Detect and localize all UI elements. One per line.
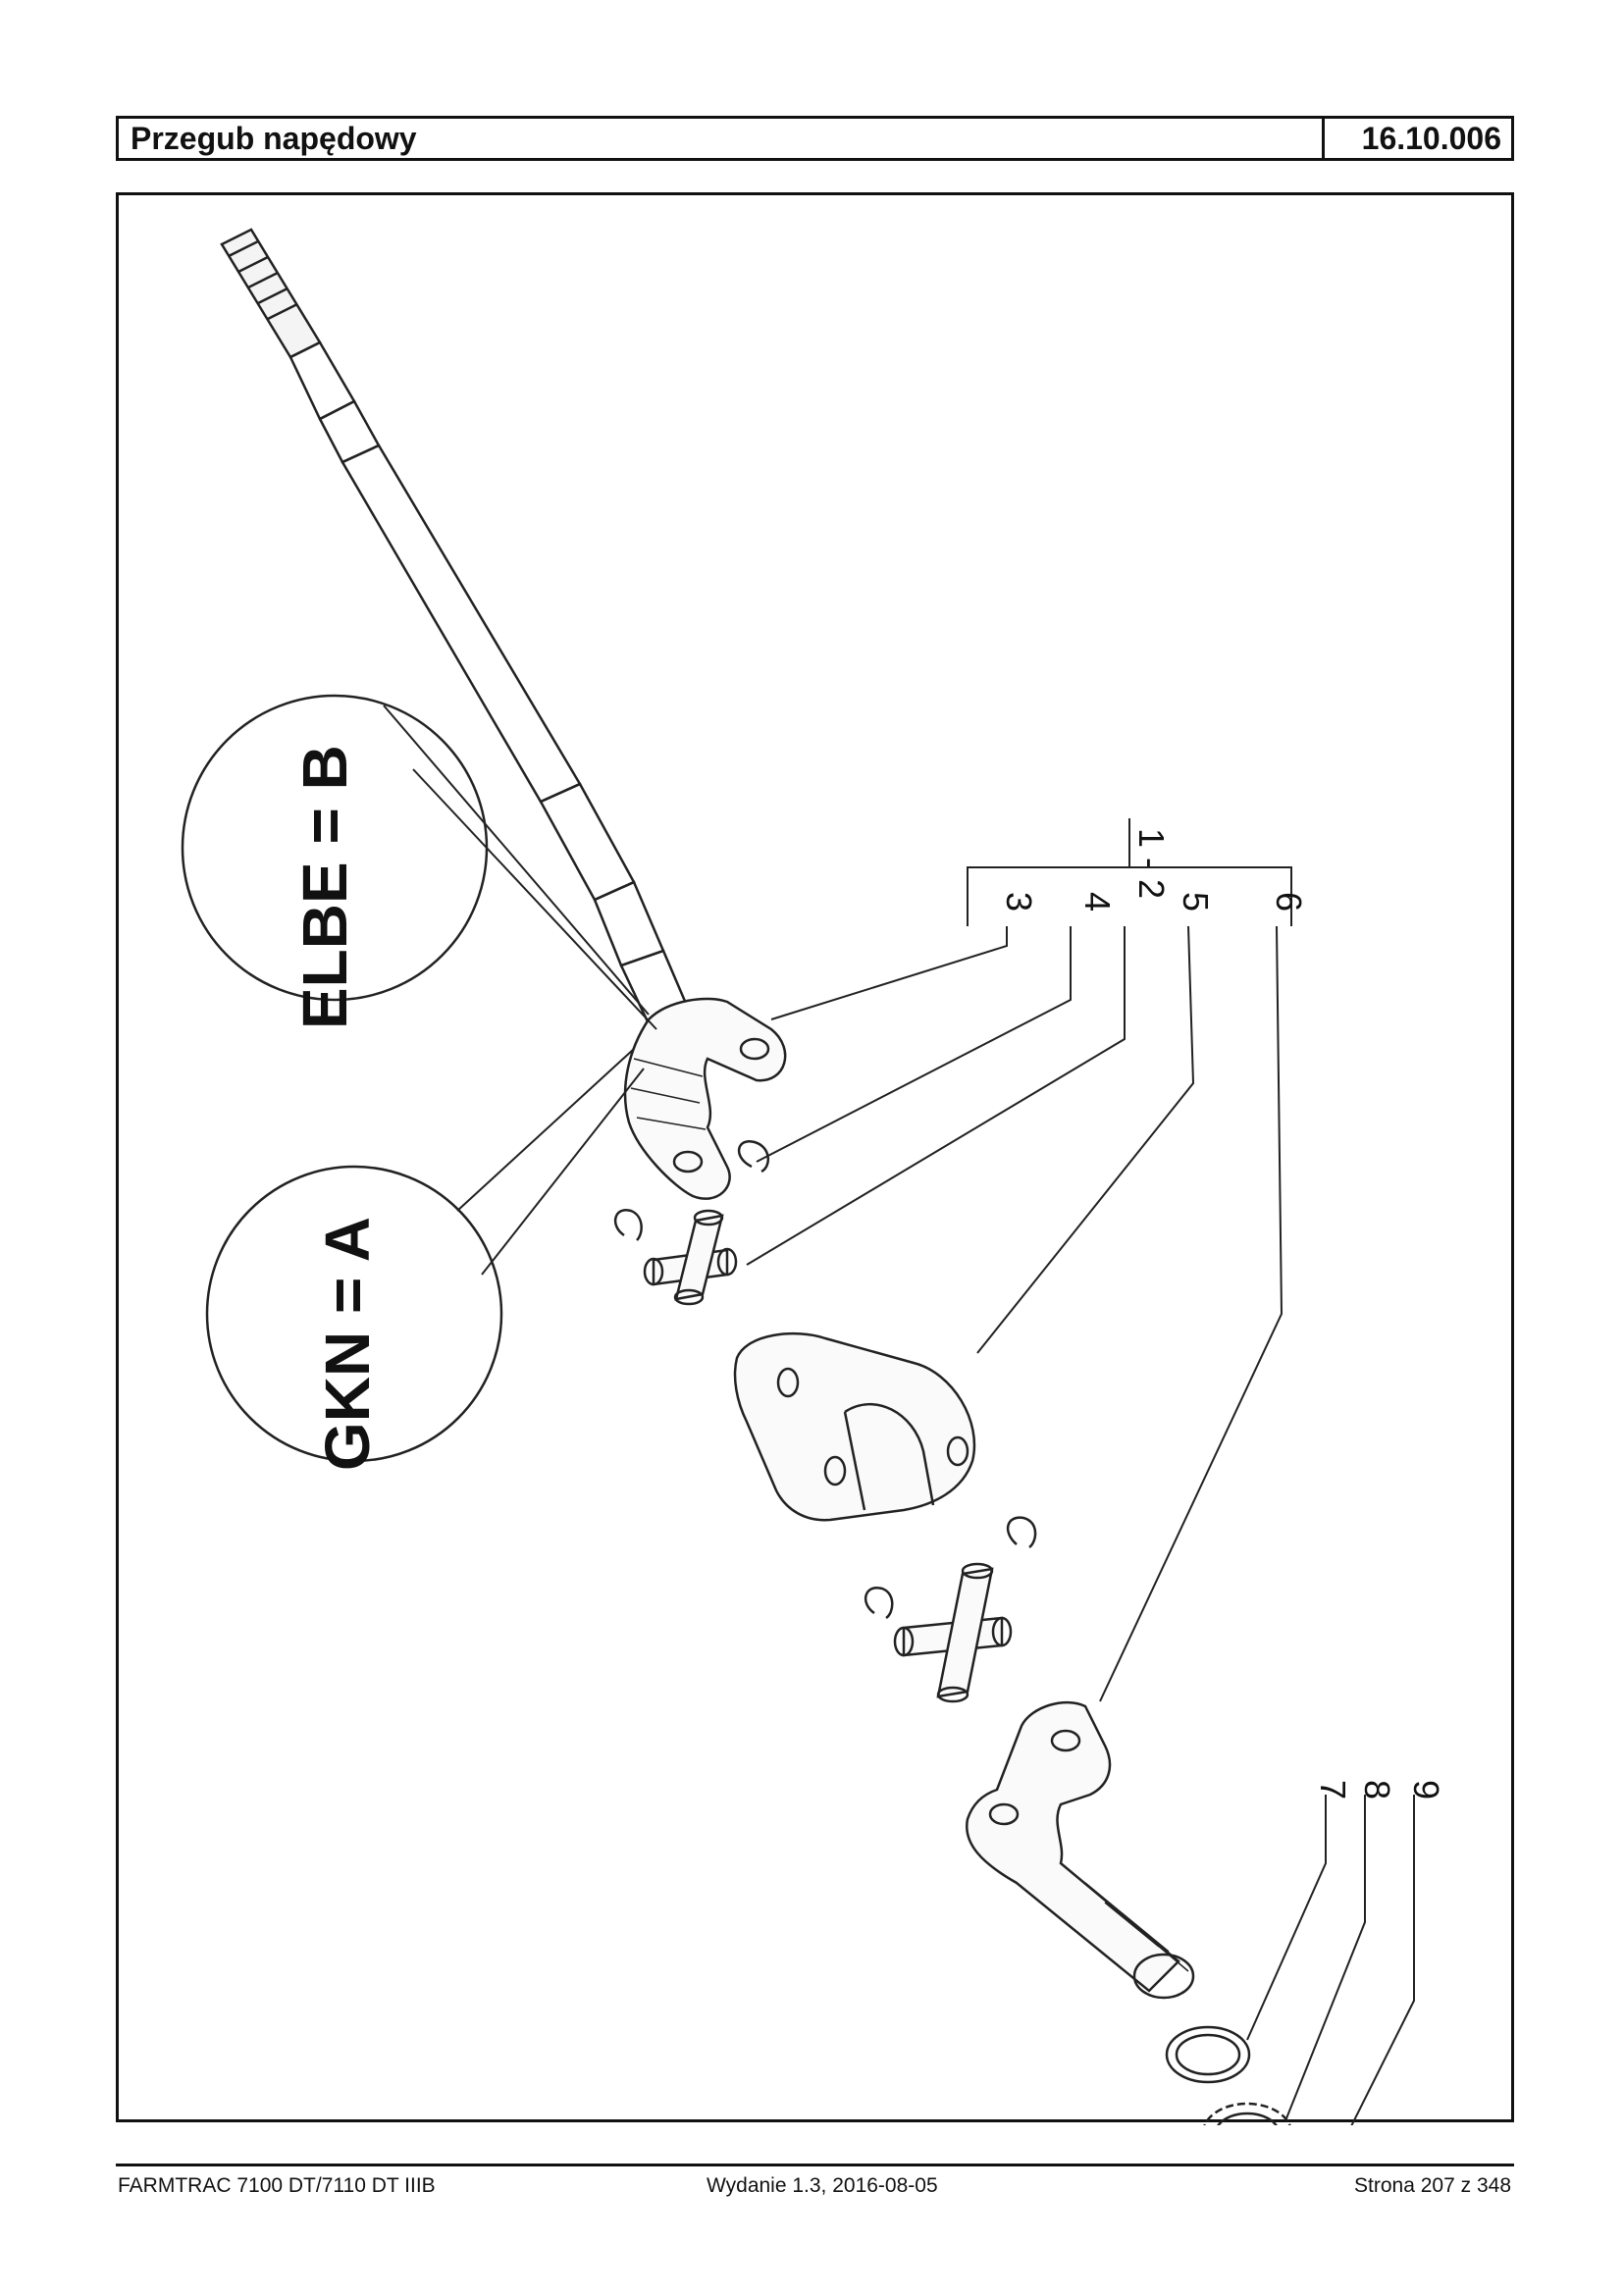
page-header: Przegub napędowy 16.10.006 bbox=[116, 116, 1514, 161]
item-number-4: 4 bbox=[1077, 892, 1118, 912]
callout-a-label: GKN = A bbox=[312, 1217, 383, 1471]
drive-joint-exploded-diagram: ELBE = B GKN = A 1 - 2 3 4 5 6 7 8 9 bbox=[181, 228, 1446, 2125]
leader-lines bbox=[746, 925, 1415, 2125]
lock-plate-part-8-inner bbox=[1217, 2112, 1278, 2125]
cross-spider-upper bbox=[643, 1209, 738, 1306]
item-number-3: 3 bbox=[999, 892, 1039, 912]
footer-page-number: Strona 207 z 348 bbox=[1354, 2174, 1511, 2197]
item-number-8: 8 bbox=[1357, 1780, 1397, 1799]
item-number-6: 6 bbox=[1269, 892, 1309, 912]
exploded-diagram-frame: ELBE = B GKN = A 1 - 2 3 4 5 6 7 8 9 bbox=[116, 192, 1514, 2125]
double-yoke-housing-part-5 bbox=[733, 1332, 976, 1522]
stub-shaft-yoke-part-6 bbox=[965, 1700, 1195, 2000]
cross-spider-lower bbox=[893, 1562, 1013, 1703]
item-number-7: 7 bbox=[1313, 1780, 1353, 1799]
group-label: 1 - 2 bbox=[1131, 828, 1172, 899]
circlip-lower-1 bbox=[1006, 1516, 1037, 1548]
callout-elbe bbox=[181, 694, 657, 1030]
item-number-5: 5 bbox=[1176, 892, 1216, 912]
page-title: Przegub napędowy bbox=[119, 119, 1325, 158]
circlip-lower-2 bbox=[864, 1586, 894, 1620]
washer-part-7 bbox=[1165, 2025, 1251, 2084]
item-number-9: 9 bbox=[1406, 1780, 1446, 1799]
footer-edition: Wydanie 1.3, 2016-08-05 bbox=[707, 2174, 938, 2197]
washer-part-7-inner bbox=[1175, 2033, 1241, 2076]
callout-b-label: ELBE = B bbox=[289, 745, 360, 1029]
footer-divider bbox=[116, 2164, 1514, 2166]
yoke-part-3 bbox=[623, 997, 787, 1200]
group-bracket bbox=[967, 818, 1292, 926]
callout-gkn bbox=[205, 1048, 645, 1463]
footer-model: FARMTRAC 7100 DT/7110 DT IIIB bbox=[118, 2174, 436, 2197]
section-code: 16.10.006 bbox=[1361, 121, 1501, 156]
circlip-upper-2 bbox=[613, 1208, 643, 1241]
circlip-upper-1 bbox=[738, 1139, 769, 1174]
